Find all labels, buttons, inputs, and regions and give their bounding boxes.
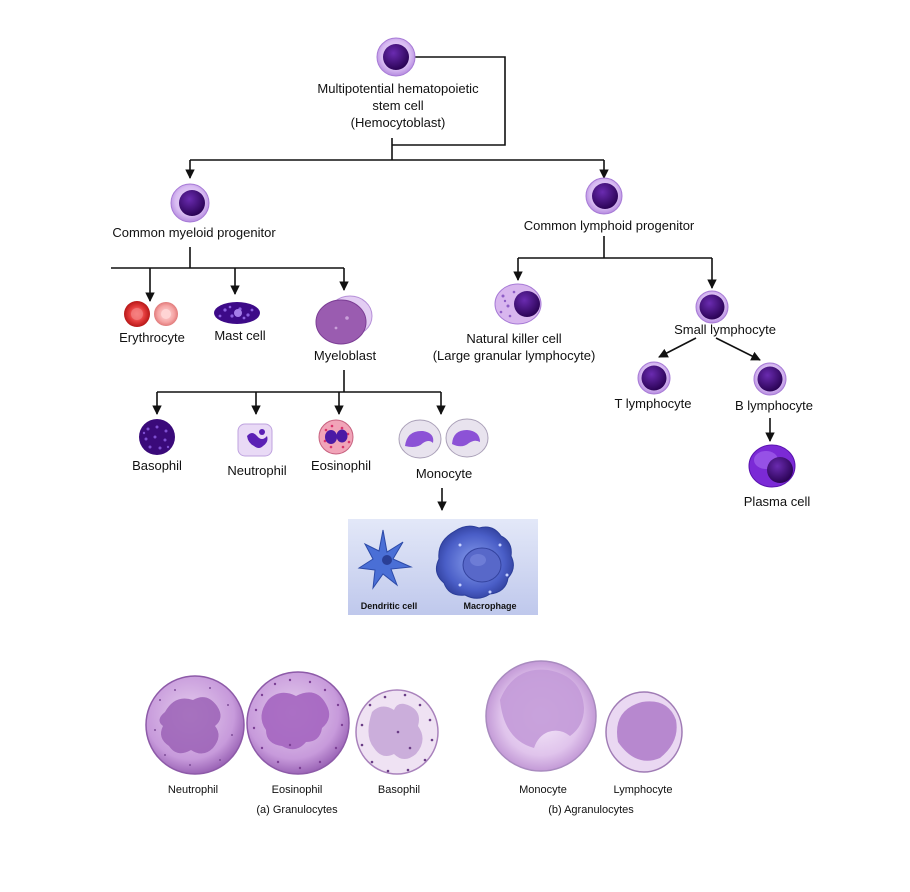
small-lymphocyte-icon: [695, 290, 729, 324]
erythrocyte-icon: [124, 301, 178, 327]
t-lymphocyte-label: T lymphocyte: [614, 396, 692, 411]
bottom-eosinophil-label: Eosinophil: [271, 784, 323, 796]
bottom-neutrophil-label: Neutrophil: [167, 784, 219, 796]
stem-cell-label-line2: stem cell: [372, 98, 424, 113]
connector-lines: [111, 56, 775, 511]
dendritic-cell-label: Dendritic cell: [360, 601, 418, 611]
mast-cell-label: Mast cell: [214, 328, 266, 343]
natural-killer-cell-icon: [494, 283, 542, 325]
erythrocyte-label: Erythrocyte: [119, 330, 185, 345]
macrophage-icon: [435, 525, 514, 599]
small-lymphocyte-label: Small lymphocyte: [674, 322, 776, 337]
bottom-basophil-label: Basophil: [377, 784, 421, 796]
monocyte-label: Monocyte: [415, 466, 473, 481]
plasma-cell-label: Plasma cell: [743, 494, 811, 509]
bottom-lymphocyte-icon: [605, 691, 683, 773]
bottom-monocyte-icon: [485, 660, 597, 772]
dendritic-cell-icon: [357, 529, 413, 590]
basophil-label: Basophil: [132, 458, 182, 473]
stem-cell-label-line3: (Hemocytoblast): [350, 115, 446, 130]
t-lymphocyte-icon: [637, 361, 671, 395]
lymphoid-progenitor-label: Common lymphoid progenitor: [523, 218, 695, 233]
myeloid-progenitor-label: Common myeloid progenitor: [112, 225, 276, 240]
neutrophil-icon: [237, 423, 273, 457]
basophil-icon: [139, 419, 175, 455]
b-lymphocyte-icon: [753, 362, 787, 396]
neutrophil-label: Neutrophil: [227, 463, 287, 478]
eosinophil-icon: [318, 419, 354, 455]
bottom-monocyte-label: Monocyte: [519, 784, 567, 796]
myeloid-progenitor-icon: [170, 183, 210, 223]
stem-cell-icon: [376, 37, 416, 77]
b-lymphocyte-label: B lymphocyte: [734, 398, 814, 413]
natural-killer-label-line2: (Large granular lymphocyte): [432, 348, 596, 363]
bottom-neutrophil-icon: [145, 675, 245, 775]
agranulocytes-caption: (b) Agranulocytes: [548, 804, 634, 816]
bottom-lymphocyte-label: Lymphocyte: [613, 784, 673, 796]
myeloblast-label: Myeloblast: [313, 348, 377, 363]
stem-cell-label-line1: Multipotential hematopoietic: [317, 81, 479, 96]
bottom-basophil-icon: [355, 689, 439, 775]
myeloblast-icon: [315, 295, 373, 345]
macrophage-label: Macrophage: [463, 601, 517, 611]
monocyte-icon: [398, 418, 489, 459]
plasma-cell-icon: [748, 444, 796, 488]
natural-killer-label-line1: Natural killer cell: [466, 331, 562, 346]
granulocytes-caption: (a) Granulocytes: [256, 804, 338, 816]
lymphoid-progenitor-icon: [585, 177, 623, 215]
dendritic-macrophage-panel: [348, 519, 538, 615]
eosinophil-label: Eosinophil: [311, 458, 371, 473]
bottom-eosinophil-icon: [246, 671, 350, 775]
mast-cell-icon: [214, 302, 260, 324]
